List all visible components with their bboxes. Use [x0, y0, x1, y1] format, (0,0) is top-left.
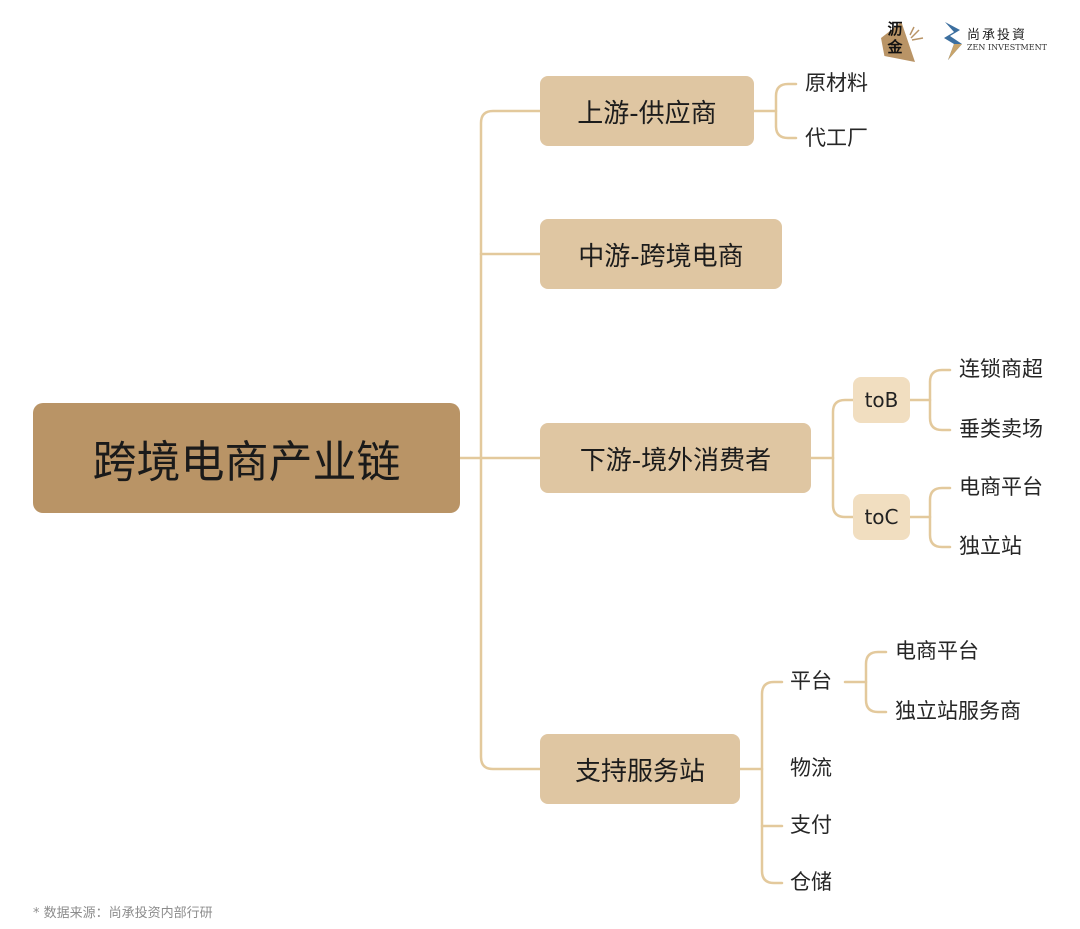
root-node: 跨境电商产业链 — [33, 403, 460, 513]
support-item-warehousing: 仓储 — [790, 870, 832, 894]
zen-logo-en: ZEN INVESTMENT — [967, 43, 1047, 52]
leaf-vertical-store: 垂类卖场 — [959, 417, 1043, 441]
leaf-support-ecommerce-platform: 电商平台 — [895, 639, 979, 663]
source-footnote: * 数据来源：尚承投资内部行研 — [33, 906, 213, 921]
liujin-logo: 沥金 — [877, 18, 929, 64]
leaf-chain-supermarket: 连锁商超 — [959, 357, 1043, 381]
leaf-independent-site: 独立站 — [959, 534, 1022, 558]
sub-node-tob: toB — [853, 377, 910, 423]
leaf-raw-materials: 原材料 — [805, 71, 868, 95]
support-item-platform: 平台 — [790, 669, 832, 693]
support-item-payment: 支付 — [790, 813, 832, 837]
sub-node-toc: toC — [853, 494, 910, 540]
zen-investment-logo: 尚承投資 ZEN INVESTMENT — [942, 18, 1052, 64]
branch-midstream: 中游-跨境电商 — [540, 219, 782, 289]
zen-logo-cn: 尚承投資 — [967, 28, 1028, 43]
branch-downstream: 下游-境外消费者 — [540, 423, 811, 493]
sparkle-icon — [909, 26, 924, 41]
branch-upstream: 上游-供应商 — [540, 76, 754, 146]
support-item-logistics: 物流 — [790, 756, 832, 780]
branch-support: 支持服务站 — [540, 734, 740, 804]
leaf-oem-factory: 代工厂 — [805, 126, 868, 150]
liujin-logo-text: 沥金 — [887, 20, 903, 56]
leaf-independent-site-provider: 独立站服务商 — [895, 699, 1021, 723]
zen-logo-mark-icon — [944, 22, 962, 60]
leaf-ecommerce-platform: 电商平台 — [959, 475, 1043, 499]
